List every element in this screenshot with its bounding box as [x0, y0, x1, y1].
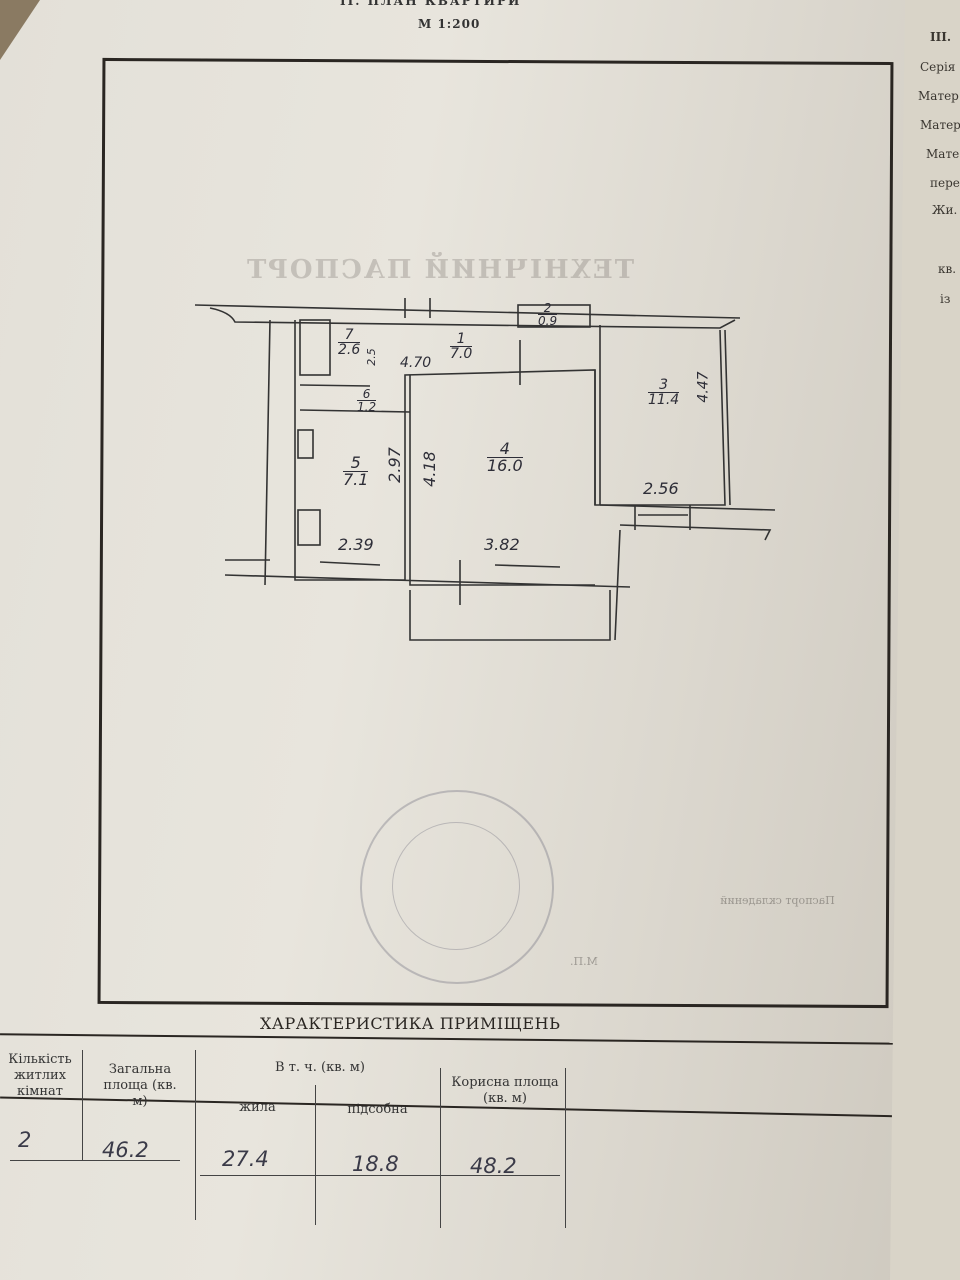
header-living: жила [239, 1100, 276, 1115]
room-area: 2.6 [338, 342, 361, 358]
section-title: II. ПЛАН КВАРТИРИ [340, 0, 522, 8]
dimension-label: 2.39 [338, 535, 374, 554]
cell-auxiliary: 18.8 [352, 1152, 399, 1176]
header-incl: В т. ч. (кв. м) [275, 1060, 365, 1075]
room-number: 3 [648, 378, 680, 393]
room-number: 4 [487, 441, 523, 458]
dimension-label: 4.47 [695, 371, 712, 403]
room-area: 1.2 [357, 400, 377, 414]
header-useful-area: Корисна площа (кв. м) [451, 1075, 559, 1106]
cell-useful-area: 48.2 [470, 1154, 517, 1178]
stamp-seal [360, 790, 554, 984]
dimension-label: 2.5 [364, 348, 378, 366]
dimension-label: 2.97 [384, 447, 404, 483]
table-title: ХАРАКТЕРИСТИКА ПРИМІЩЕНЬ [260, 1014, 561, 1033]
right-page-line: Матер [920, 118, 960, 132]
room-area: 16.0 [487, 456, 523, 475]
right-page-line: із [940, 292, 951, 306]
room-number: 2 [538, 302, 558, 315]
header-total-area: Загальна площа (кв. м) [103, 1062, 177, 1109]
scale-label: М 1:200 [418, 17, 481, 31]
cell-rooms-count: 2 [18, 1128, 32, 1152]
room-number: 5 [343, 455, 369, 472]
bleed-through-seal-place: М.П. [570, 955, 598, 968]
room-area: 7.0 [450, 346, 473, 362]
cell-total-area: 46.2 [102, 1138, 149, 1162]
dimension-label: 4.70 [400, 355, 432, 371]
room-area: 7.1 [343, 470, 369, 489]
document-page: II. ПЛАН КВАРТИРИ М 1:200 ТЕХНІЧНИЙ ПАСП… [0, 0, 905, 1280]
right-page-line: пере [930, 176, 960, 190]
header-auxiliary: підсобна [347, 1102, 408, 1117]
right-page-line: Матер [918, 89, 959, 103]
header-rooms-count: Кількість житлих кімнат [8, 1052, 72, 1099]
room-area: 11.4 [648, 392, 680, 408]
dimension-label: 2.56 [643, 479, 679, 498]
right-page-line: Жи. [932, 203, 958, 217]
room-area: 0.9 [538, 314, 558, 328]
room-number: 7 [338, 328, 361, 343]
floor-plan [194, 298, 776, 641]
right-page-section: III. [930, 30, 952, 44]
dimension-label: 3.82 [484, 535, 520, 554]
right-page-line: Серія [920, 60, 956, 74]
room-number: 6 [357, 388, 377, 401]
room-number: 1 [450, 332, 473, 347]
dimension-label: 4.18 [419, 451, 439, 487]
bleed-through-composed: Паспорт складений [720, 894, 835, 907]
right-page-line: Мате [926, 147, 960, 161]
plan-walls [194, 298, 776, 641]
right-page-line: кв. [938, 262, 957, 276]
cell-living: 27.4 [222, 1147, 269, 1171]
